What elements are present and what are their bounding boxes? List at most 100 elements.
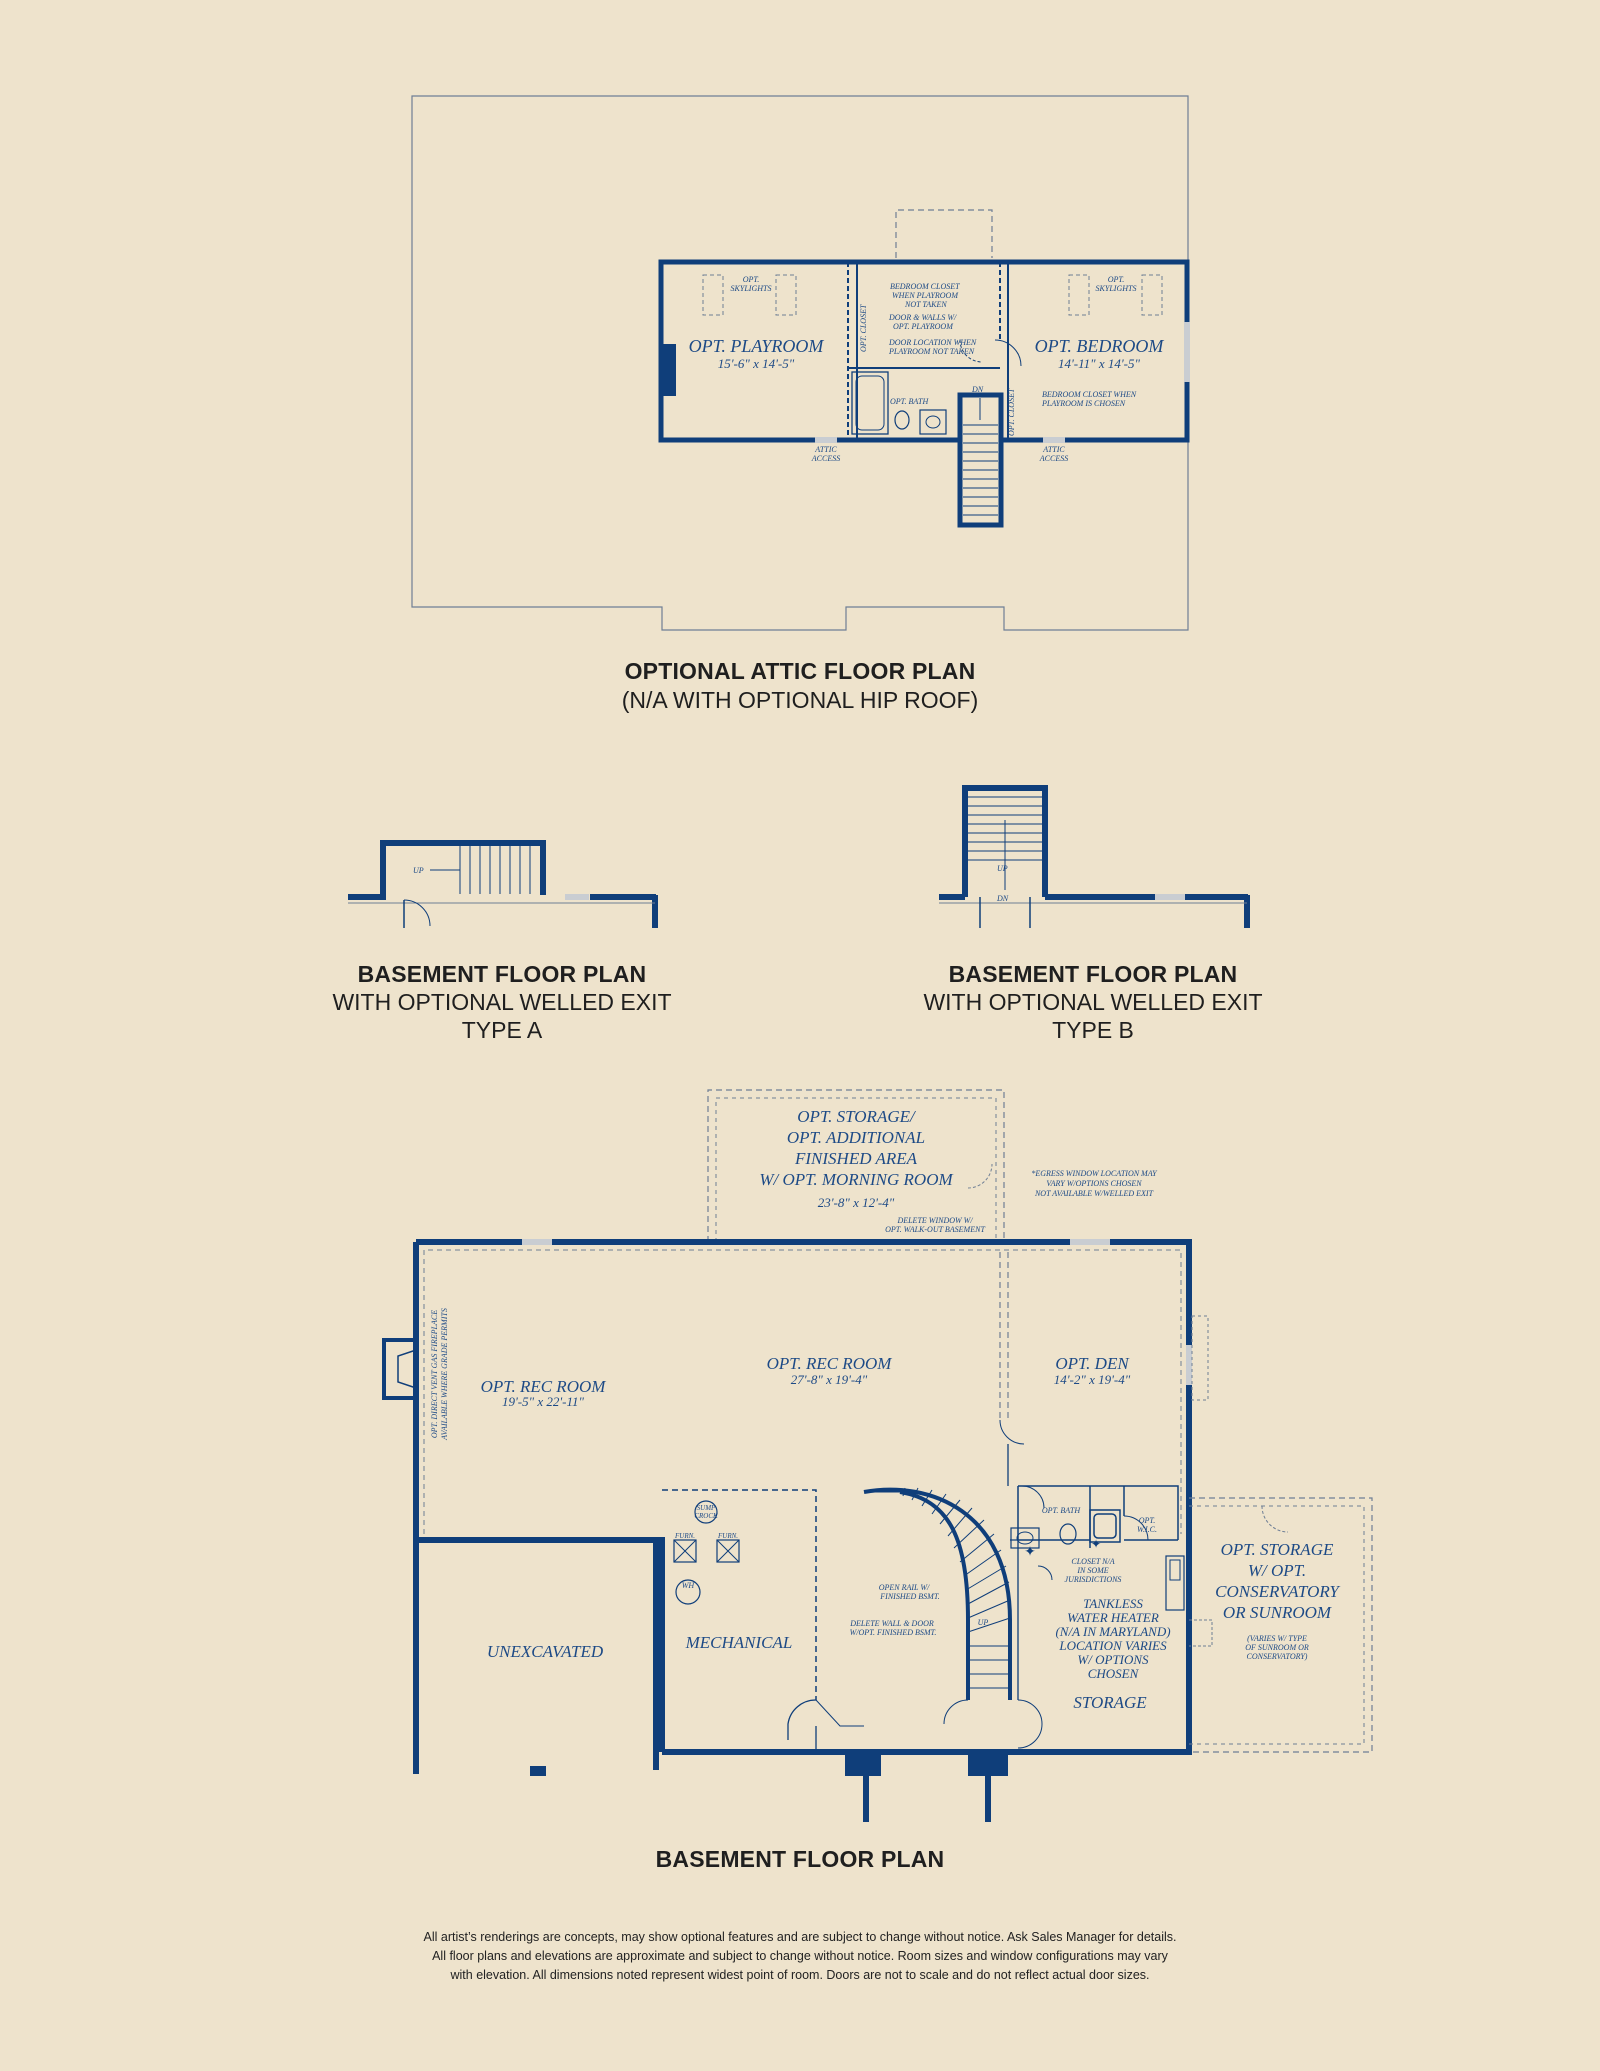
delete-window-note: OPT. WALK-OUT BASEMENT: [885, 1225, 985, 1234]
exit-a-up: UP: [413, 866, 424, 875]
fixture-star-icon: ✦: [1024, 1543, 1036, 1559]
water-heater-icon: [675, 1579, 701, 1605]
exit-type-b-plan: UP DN: [939, 785, 1250, 928]
disclaimer: All artist’s renderings are concepts, ma…: [300, 1928, 1300, 1985]
door-location-note: PLAYROOM NOT TAKEN: [888, 347, 975, 356]
finished-area-outline: [423, 1249, 1182, 1534]
basement-title: BASEMENT FLOOR PLAN: [655, 1846, 945, 1872]
egress-note: NOT AVAILABLE W/WELLED EXIT: [1034, 1189, 1154, 1198]
den-name: OPT. DEN: [1055, 1354, 1130, 1373]
sink-basin: [1016, 1531, 1034, 1545]
conservatory-label: W/ OPT.: [1248, 1561, 1306, 1580]
dn-label: DN: [971, 385, 984, 394]
window: [1155, 894, 1185, 900]
exit-b-title: BASEMENT FLOOR PLAN: [948, 961, 1238, 987]
varies-note: (VARIES W/ TYPE: [1247, 1634, 1307, 1643]
skylights-left: [702, 274, 797, 316]
bath-label: OPT. BATH: [1042, 1506, 1081, 1515]
door-swing: [1261, 1505, 1289, 1533]
exit-a-door-swing: [403, 899, 431, 927]
egress-note: *EGRESS WINDOW LOCATION MAY: [1031, 1169, 1158, 1178]
furn-label: FURN.: [674, 1532, 695, 1540]
closet-note: NOT TAKEN: [904, 300, 947, 309]
curved-stair: [863, 1487, 1019, 1700]
attic-access-label: ACCESS: [1039, 454, 1068, 463]
mechanical-wall: [662, 1489, 817, 1700]
open-rail-note: FINISHED BSMT.: [879, 1592, 939, 1601]
unexcavated-label: UNEXCAVATED: [487, 1642, 604, 1661]
exit-b-walls: [962, 785, 1048, 897]
furnace-icon: [673, 1539, 697, 1563]
disclaimer-line: All floor plans and elevations are appro…: [432, 1949, 1168, 1963]
morning-room-outline: [707, 1089, 1005, 1242]
wic-label: OPT.: [1139, 1516, 1156, 1525]
attic-plan: [411, 95, 1190, 631]
morning-room-inner: [715, 1097, 997, 1242]
window: [1184, 322, 1190, 382]
door-walls-note: OPT. PLAYROOM: [893, 322, 954, 331]
water-heater: [1169, 1559, 1181, 1581]
conservatory-label: CONSERVATORY: [1215, 1582, 1340, 1601]
exit-b-dn: DN: [996, 894, 1009, 903]
opt-closet-left: OPT. CLOSET: [859, 304, 868, 352]
tankless-note: WATER HEATER: [1067, 1610, 1159, 1625]
wic-label: W.I.C.: [1137, 1525, 1157, 1534]
tankless-note: TANKLESS: [1083, 1596, 1143, 1611]
morning-room-dims: 23'-8" x 12'-4": [818, 1195, 895, 1210]
closet-na-note: CLOSET N/A: [1071, 1557, 1114, 1566]
pier: [968, 1750, 1008, 1776]
egress-note: VARY W/OPTIONS CHOSEN: [1046, 1179, 1142, 1188]
exit-a-treads: [430, 846, 531, 894]
varies-note: OF SUNROOM OR: [1245, 1643, 1309, 1652]
stair-treads: [963, 424, 998, 516]
exit-a-line2: TYPE A: [461, 1017, 543, 1043]
sink-icon: [919, 409, 947, 435]
morning-room-label: W/ OPT. MORNING ROOM: [759, 1170, 953, 1189]
basement-outer-wall: [416, 1239, 1192, 1755]
delete-window-note: DELETE WINDOW W/: [896, 1216, 973, 1225]
fireplace-note: OPT. DIRECT VENT GAS FIREPLACE: [430, 1310, 439, 1438]
door-swing: [943, 1699, 969, 1725]
exit-a-walls: [380, 840, 546, 900]
attic-labels: OPT. PLAYROOM 15'-6" x 14'-5" OPT. BEDRO…: [689, 275, 1165, 463]
bed-closet-note: PLAYROOM IS CHOSEN: [1041, 399, 1126, 408]
bedroom-name: OPT. BEDROOM: [1035, 336, 1165, 356]
furn-label: FURN.: [717, 1532, 738, 1540]
disclaimer-line: All artist’s renderings are concepts, ma…: [423, 1930, 1177, 1944]
disclaimer-line: with elevation. All dimensions noted rep…: [450, 1968, 1150, 1982]
opt-closet-right: OPT. CLOSET: [1007, 388, 1016, 436]
door-swing: [994, 339, 1022, 367]
door-swing: [967, 1163, 993, 1189]
fireplace: [382, 1338, 416, 1400]
exit-b-caption: BASEMENT FLOOR PLAN WITH OPTIONAL WELLED…: [893, 960, 1293, 1044]
closet-na-note: JURISDICTIONS: [1065, 1575, 1122, 1584]
toilet-icon: [894, 410, 910, 430]
sump-label: SUMP: [697, 1504, 716, 1512]
storage-label: STORAGE: [1073, 1693, 1147, 1712]
tub-basin: [855, 375, 885, 431]
sump-label: CROCK: [694, 1512, 718, 1520]
pier: [845, 1750, 881, 1776]
den-dims: 14'-2" x 19'-4": [1054, 1372, 1131, 1387]
skylights-right: [1068, 274, 1163, 316]
skylights-note: SKYLIGHTS: [731, 284, 772, 293]
conservatory-label: OPT. STORAGE: [1221, 1540, 1334, 1559]
bedroom-dims: 14'-11" x 14'-5": [1058, 356, 1140, 371]
mechanical-label: MECHANICAL: [685, 1633, 793, 1652]
varies-note: CONSERVATORY): [1247, 1652, 1308, 1661]
exit-b-line1: WITH OPTIONAL WELLED EXIT: [923, 989, 1263, 1015]
skylights-note: OPT.: [1108, 275, 1125, 284]
fireplace-note: AVAILABLE WHERE GRADE PERMITS: [440, 1308, 449, 1441]
door-swing: [1037, 1565, 1053, 1581]
door-swing: [787, 1699, 817, 1740]
window: [1070, 1239, 1110, 1245]
door-swing: [959, 339, 983, 363]
playroom-name: OPT. PLAYROOM: [689, 336, 825, 356]
conservatory-outline: [1189, 1497, 1373, 1753]
pier: [530, 1766, 546, 1776]
window: [565, 894, 589, 900]
tankless-note: LOCATION VARIES: [1058, 1638, 1167, 1653]
attic-access-opening: [1043, 437, 1065, 443]
fixture-star-icon: ✦: [1091, 1537, 1101, 1551]
delete-wall-note: DELETE WALL & DOOR: [849, 1619, 934, 1628]
